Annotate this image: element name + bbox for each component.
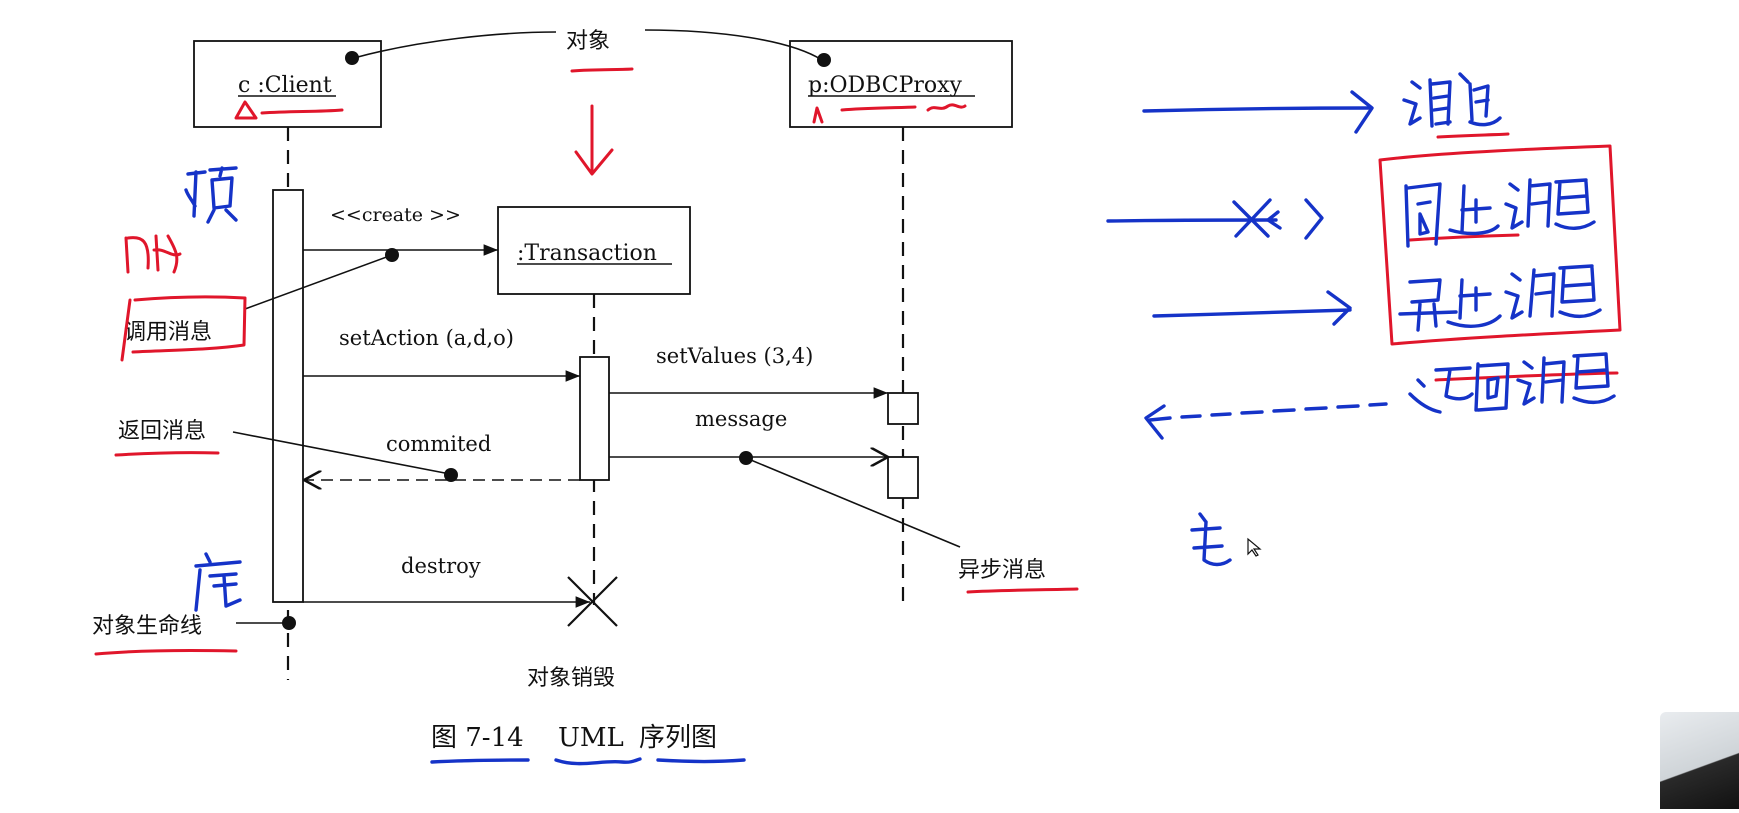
figure-caption: 图 7-14 UML 序列图 (431, 723, 717, 753)
lifeline-callout: 对象生命线 (92, 614, 296, 639)
return-message: commited (304, 432, 580, 480)
client-object-label: c :Client (238, 73, 332, 98)
set-values-message: setValues (3,4) (609, 344, 888, 399)
async-message: message (609, 407, 888, 457)
object-callout-label: 对象 (566, 29, 610, 54)
lifeline-callout-label: 对象生命线 (92, 614, 202, 639)
object-callout: 对象 (345, 29, 831, 67)
return-message-label: commited (386, 432, 491, 456)
transaction-object-label: :Transaction (517, 241, 657, 266)
destroy-message: destroy (303, 554, 590, 608)
mouse-cursor-icon (1247, 537, 1262, 557)
transaction-object: :Transaction (497, 206, 691, 295)
destroy-object-callout-label: 对象销毁 (527, 666, 615, 691)
red-pen-annotations (94, 67, 1622, 656)
return-message-callout-label: 返回消息 (118, 419, 206, 444)
return-message-callout: 返回消息 (118, 419, 458, 482)
destroy-message-label: destroy (401, 554, 481, 578)
set-action-message-label: setAction (a,d,o) (339, 326, 514, 350)
create-message-label: <<create >> (330, 204, 461, 226)
presenter-webcam-thumbnail (1660, 712, 1739, 809)
caption-title-uml: UML (558, 723, 624, 753)
call-message-callout-label: 调用消息 (124, 320, 212, 345)
proxy-object-label: p:ODBCProxy (808, 73, 963, 98)
client-activation-bar (272, 189, 304, 603)
async-message-callout-label: 异步消息 (958, 558, 1046, 583)
proxy-activation-bar-1 (887, 392, 919, 425)
transaction-activation-bar (579, 356, 610, 481)
proxy-activation-bar-2 (887, 456, 919, 499)
caption-title-cn: 序列图 (639, 723, 717, 753)
blue-pen-annotations (184, 72, 1616, 766)
create-message: <<create >> (303, 204, 498, 256)
set-action-message: setAction (a,d,o) (303, 326, 580, 382)
caption-figure-number: 图 7-14 (431, 723, 524, 753)
destroy-x-mark (567, 576, 618, 627)
async-message-callout: 异步消息 (739, 451, 1046, 583)
set-values-message-label: setValues (3,4) (656, 344, 813, 368)
call-message-callout: 调用消息 (124, 248, 399, 345)
async-message-label: message (695, 407, 787, 431)
